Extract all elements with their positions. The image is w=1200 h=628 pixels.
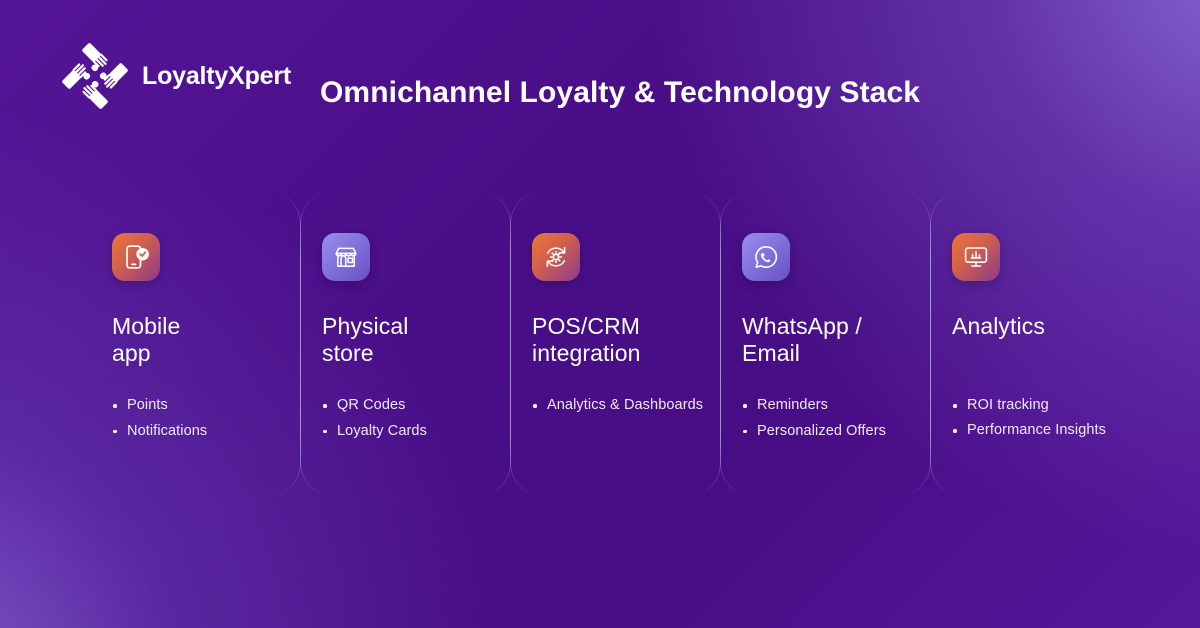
mobile-phone-check-icon [112, 233, 160, 281]
storefront-icon [322, 233, 370, 281]
brand-lockup: LoyaltyXpert [62, 43, 291, 109]
four-hands-pinwheel-logo-icon [62, 43, 128, 109]
list-item: Loyalty Cards [322, 419, 510, 444]
card-bullet-list: ROI tracking Performance Insights [952, 393, 1140, 444]
card-title: Physical store [322, 313, 409, 367]
list-item: Reminders [742, 393, 930, 418]
list-item: Notifications [112, 419, 300, 444]
list-item: Personalized Offers [742, 419, 930, 444]
list-item: ROI tracking [952, 393, 1140, 418]
stack-card-whatsapp-email[interactable]: WhatsApp / Email Reminders Personalized … [720, 190, 931, 497]
list-item: Points [112, 393, 300, 418]
card-title: Mobile app [112, 313, 181, 367]
card-bullet-list: Analytics & Dashboards [532, 393, 720, 418]
gear-sync-icon [532, 233, 580, 281]
card-title: Analytics [952, 313, 1045, 339]
stack-card-analytics[interactable]: Analytics ROI tracking Performance Insig… [930, 190, 1141, 497]
header: LoyaltyXpert Omnichannel Loyalty & Techn… [0, 0, 1200, 160]
brand-name: LoyaltyXpert [142, 61, 292, 90]
card-bullet-list: QR Codes Loyalty Cards [322, 393, 510, 444]
card-title: POS/CRM integration [532, 313, 641, 367]
stack-card-mobile-app[interactable]: Mobile app Points Notifications [90, 190, 301, 497]
stack-card-pos-crm-integration[interactable]: POS/CRM integration Analytics & Dashboar… [510, 190, 721, 497]
list-item: QR Codes [322, 393, 510, 418]
list-item: Performance Insights [952, 418, 1140, 443]
card-title: WhatsApp / Email [742, 313, 862, 367]
stack-card-physical-store[interactable]: Physical store QR Codes Loyalty Cards [300, 190, 511, 497]
monitor-bar-chart-icon [952, 233, 1000, 281]
card-bullet-list: Reminders Personalized Offers [742, 393, 930, 444]
whatsapp-icon [742, 233, 790, 281]
card-bullet-list: Points Notifications [112, 393, 300, 444]
stack-card-row: Mobile app Points Notifications [90, 190, 1141, 497]
list-item: Analytics & Dashboards [532, 393, 720, 418]
page-title: Omnichannel Loyalty & Technology Stack [320, 76, 921, 109]
